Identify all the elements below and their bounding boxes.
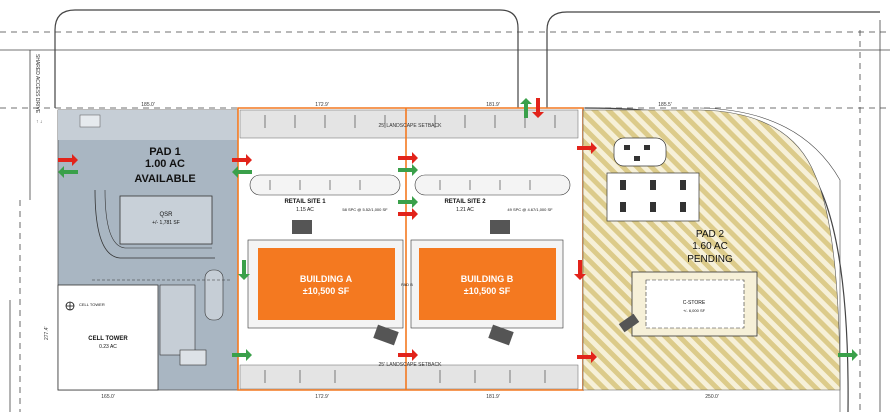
dim-top-2: 172.9' xyxy=(315,102,329,108)
dim-top-1: 185.0' xyxy=(141,102,155,108)
building-a[interactable] xyxy=(258,248,395,320)
retail-1-parking: 58 SPC @ 5.52/1,000 SF xyxy=(342,207,388,212)
c-store-title: C-STORE xyxy=(683,300,706,306)
arrow-red-icon xyxy=(577,142,597,154)
road-left-label: SHARED ACCESS DRIVE xyxy=(34,54,40,114)
retail-1-area: 1.15 AC xyxy=(296,207,314,213)
pad-1-area[interactable] xyxy=(57,109,239,391)
arrows-left: ↑ ↓ xyxy=(36,119,42,125)
retail-centre[interactable] xyxy=(237,107,584,391)
qsr-building xyxy=(119,195,213,245)
arrow-green-icon xyxy=(398,196,418,208)
pad-2-title: PAD 2 xyxy=(696,229,725,240)
dim-bottom-1: 165.0' xyxy=(101,394,115,400)
arrow-green-icon xyxy=(232,166,252,178)
retail-1-parking-row xyxy=(249,174,401,196)
building-a-title: BUILDING A xyxy=(300,274,353,284)
arrow-red-icon xyxy=(577,351,597,363)
cell-tower-tag: CELL TOWER xyxy=(79,302,105,307)
pad-1-area-label: 1.00 AC xyxy=(145,158,185,170)
building-b-dumpster xyxy=(490,220,510,234)
cell-tower-title: CELL TOWER xyxy=(88,336,128,342)
dim-left: 277.4' xyxy=(44,326,50,340)
pad-1-title: PAD 1 xyxy=(149,146,181,158)
access-arrows xyxy=(58,98,858,363)
arrow-green-icon xyxy=(398,164,418,176)
building-a-dumpster xyxy=(292,220,312,234)
arrow-red-icon xyxy=(232,154,252,166)
qsr-title: QSR xyxy=(159,212,173,218)
pad-1-status: AVAILABLE xyxy=(134,173,195,185)
arrow-red-icon xyxy=(574,260,586,280)
pad-2-area-label: 1.60 AC xyxy=(692,241,728,252)
arrow-green-icon xyxy=(232,349,252,361)
retail-2-parking-row xyxy=(414,174,571,196)
building-b-size: ±10,500 SF xyxy=(464,286,511,296)
fuel-canopy-1 xyxy=(613,137,667,167)
c-store-size: +/- 6,000 SF xyxy=(683,308,706,313)
dim-bottom-2: 172.9' xyxy=(315,394,329,400)
dumpster-pad xyxy=(79,114,101,128)
cell-tower-parcel xyxy=(57,284,159,391)
bottom-parking-row xyxy=(239,364,579,390)
pad-1-bike-rack xyxy=(179,349,207,366)
retail-1-title: RETAIL SITE 1 xyxy=(284,199,326,205)
arrow-red-icon xyxy=(58,154,78,166)
dim-bottom-3: 181.9' xyxy=(486,394,500,400)
landscape-setback-note: 25' LANDSCAPE SETBACK xyxy=(379,123,443,129)
bottom-setback-note: 25' LANDSCAPE SETBACK xyxy=(379,362,443,368)
pad-1-island xyxy=(204,269,224,321)
top-parking-row xyxy=(239,109,579,139)
arrow-green-icon xyxy=(520,98,532,118)
building-a-size: ±10,500 SF xyxy=(303,286,350,296)
dim-top-4: 185.5' xyxy=(658,102,672,108)
pad-1-parking-side xyxy=(159,284,196,356)
building-b-title: BUILDING B xyxy=(461,274,514,284)
building-a-loading xyxy=(373,324,399,346)
drive-thru-lane xyxy=(94,189,215,259)
retail-2-title: RETAIL SITE 2 xyxy=(444,199,486,205)
arrow-red-icon xyxy=(532,98,544,118)
arrow-green-icon xyxy=(238,260,250,280)
arrow-red-icon xyxy=(398,208,418,220)
building-b-loading xyxy=(488,324,514,346)
retail-2-parking: 49 SPC @ 4.67/1,000 SF xyxy=(507,207,553,212)
pad-mark: PAD B xyxy=(401,282,413,287)
dim-bottom-4: 250.0' xyxy=(705,394,719,400)
pad-2-area[interactable] xyxy=(582,109,841,391)
retail-2-area: 1.21 AC xyxy=(456,207,474,213)
arrow-green-icon xyxy=(58,166,78,178)
qsr-size: +/- 1,781 SF xyxy=(152,220,180,226)
arrow-red-icon xyxy=(398,152,418,164)
building-b[interactable] xyxy=(419,248,556,320)
arrow-red-icon xyxy=(398,349,418,361)
c-store-dumpster xyxy=(618,313,640,333)
cell-tower-area: 0.23 AC xyxy=(99,344,117,350)
pad-2-status: PENDING xyxy=(687,254,733,265)
arrow-green-icon xyxy=(838,349,858,361)
dim-top-3: 181.9' xyxy=(486,102,500,108)
